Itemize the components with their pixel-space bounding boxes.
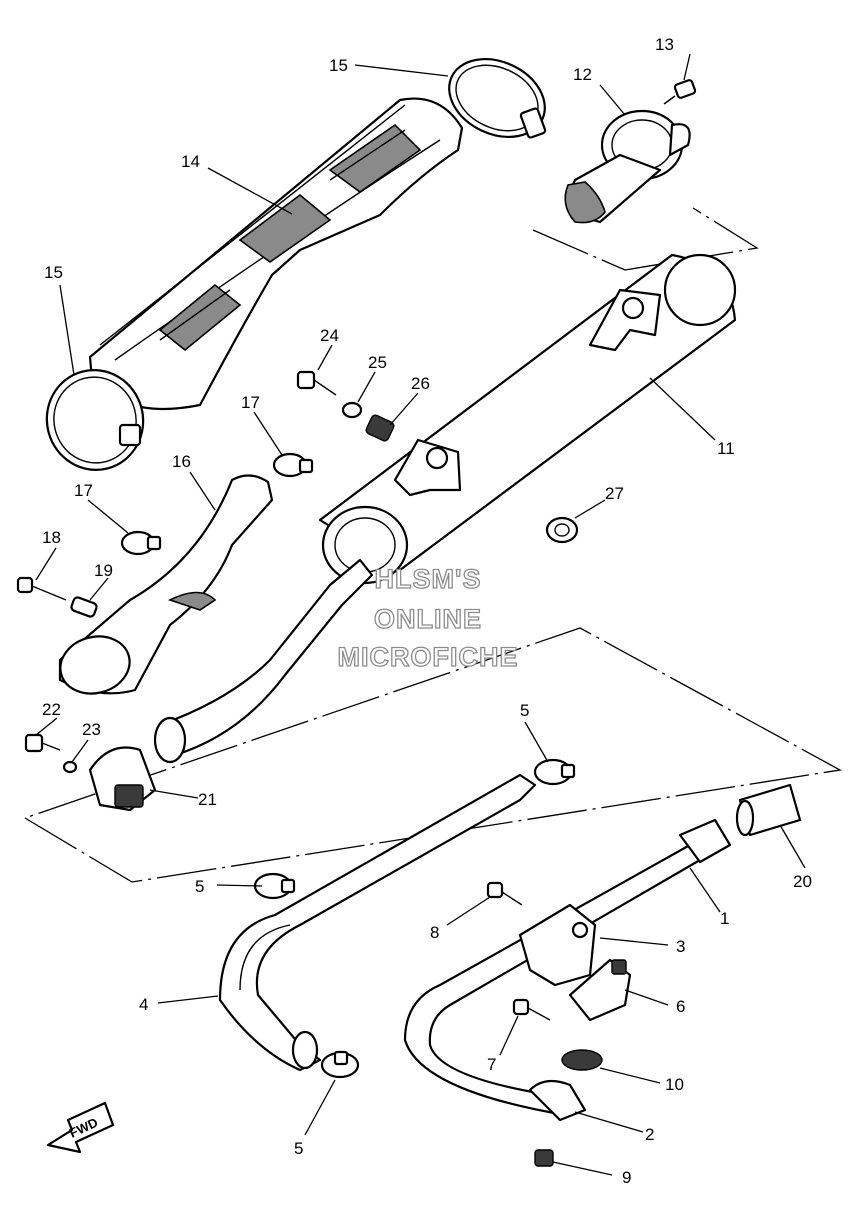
muffler xyxy=(318,253,737,585)
callout-3: 3 xyxy=(676,937,685,956)
screw-13 xyxy=(663,79,697,105)
exhaust-pipe xyxy=(403,818,732,1122)
callout-26: 26 xyxy=(411,374,430,393)
band-clamp-upper xyxy=(448,58,547,139)
callout-24: 24 xyxy=(320,326,339,345)
hose-clamp-5-top xyxy=(533,758,576,786)
callout-1: 1 xyxy=(720,909,729,928)
leader-lines xyxy=(35,53,806,1176)
heat-shield xyxy=(88,97,464,411)
callout-9: 9 xyxy=(622,1168,631,1187)
callout-17-upper: 17 xyxy=(241,393,260,412)
clamp-21 xyxy=(88,746,157,812)
callout-23: 23 xyxy=(82,720,101,739)
grommet-26 xyxy=(365,414,395,442)
collar-27 xyxy=(545,516,579,544)
callout-15-lower: 15 xyxy=(44,263,63,282)
exhaust-pipe-protector xyxy=(218,773,537,1072)
callout-13: 13 xyxy=(655,35,674,54)
callout-14: 14 xyxy=(181,152,200,171)
callout-27: 27 xyxy=(605,484,624,503)
callout-18: 18 xyxy=(42,528,61,547)
callout-16: 16 xyxy=(172,452,191,471)
gasket-10 xyxy=(561,1049,603,1071)
callout-2: 2 xyxy=(645,1125,654,1144)
callout-12: 12 xyxy=(573,65,592,84)
bolt-22 xyxy=(24,733,61,753)
hose-clamp-17a xyxy=(272,452,314,478)
nut-9 xyxy=(534,1149,554,1167)
watermark: HLSM'S ONLINE MICROFICHE xyxy=(337,563,519,672)
watermark-line-1: HLSM'S xyxy=(375,564,482,594)
hose-clamp-5-mid xyxy=(253,872,296,900)
bolt-18 xyxy=(16,576,67,601)
spark-arrester xyxy=(564,109,691,224)
collar-19 xyxy=(70,596,98,618)
joint-pipe xyxy=(58,474,274,695)
callout-5-bottom: 5 xyxy=(294,1139,303,1158)
bolt-7 xyxy=(512,998,551,1021)
callout-21: 21 xyxy=(198,790,217,809)
forward-direction-arrow: FWD xyxy=(46,1101,115,1154)
callout-numbers: 1 2 3 4 5 5 5 6 7 8 9 10 11 12 13 14 15 … xyxy=(42,35,812,1187)
callout-8: 8 xyxy=(430,923,439,942)
hose-clamp-5-bottom xyxy=(320,1050,360,1079)
callout-6: 6 xyxy=(676,997,685,1016)
callout-15-upper: 15 xyxy=(329,56,348,75)
callout-25: 25 xyxy=(368,353,387,372)
callout-20: 20 xyxy=(793,872,812,891)
band-clamp-lower xyxy=(45,369,145,471)
callout-22: 22 xyxy=(42,700,61,719)
washer-23 xyxy=(62,760,78,774)
callout-10: 10 xyxy=(665,1075,684,1094)
bolt-8 xyxy=(486,881,523,906)
callout-17-lower: 17 xyxy=(74,481,93,500)
callout-5-mid: 5 xyxy=(195,877,204,896)
bracket-6 xyxy=(568,958,632,1022)
washer-25 xyxy=(341,401,363,419)
callout-5-top: 5 xyxy=(520,701,529,720)
bolt-24 xyxy=(296,370,337,396)
callout-7: 7 xyxy=(487,1055,496,1074)
hose-clamp-17b xyxy=(120,530,162,556)
muffler-inlet-pipe xyxy=(153,558,374,764)
callout-19: 19 xyxy=(94,561,113,580)
gasket-20 xyxy=(735,783,802,837)
watermark-line-3: MICROFICHE xyxy=(338,642,519,672)
bracket-3 xyxy=(518,903,597,987)
callout-11: 11 xyxy=(717,439,735,458)
watermark-line-2: ONLINE xyxy=(374,604,482,634)
callout-4: 4 xyxy=(139,995,148,1014)
